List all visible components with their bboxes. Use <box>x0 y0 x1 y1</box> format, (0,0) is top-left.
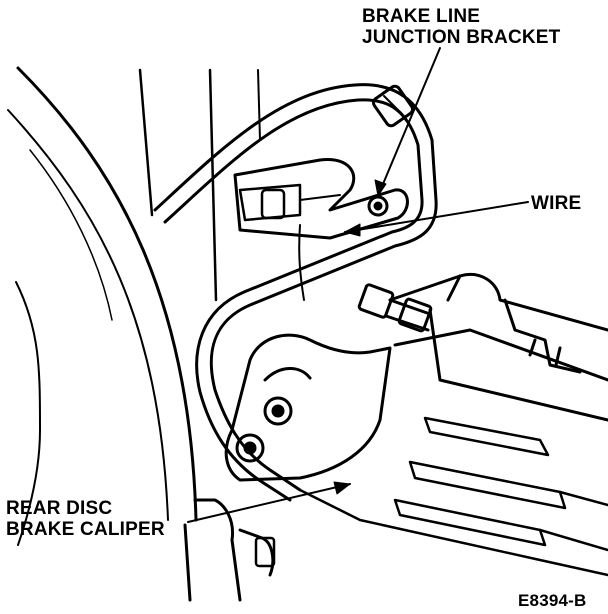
wire-label: WIRE <box>531 193 582 214</box>
leader-lines <box>187 47 529 523</box>
bracket-label-line-1: BRAKE LINE <box>362 6 481 27</box>
bracket-label-line-2: JUNCTION BRACKET <box>362 27 561 48</box>
rotor-outline <box>7 66 198 546</box>
lower-mount <box>183 498 276 602</box>
top-fitting <box>371 84 415 128</box>
caliper-label-line-2: BRAKE CALIPER <box>6 519 165 540</box>
caliper-housing <box>388 273 608 422</box>
caliper-label-line-1: REAR DISC <box>6 498 113 519</box>
rear-disc-brake-caliper-label: REAR DISC BRAKE CALIPER <box>6 498 165 540</box>
caliper-body <box>224 333 392 482</box>
brake-line <box>153 83 438 502</box>
background-struts <box>138 68 261 302</box>
caliper-fins <box>298 416 608 577</box>
junction-bracket <box>233 157 409 301</box>
caliper-fitting <box>357 283 433 333</box>
figure-code: E8394-B <box>518 591 587 610</box>
brake-line-junction-bracket-label: BRAKE LINE JUNCTION BRACKET <box>362 6 560 48</box>
